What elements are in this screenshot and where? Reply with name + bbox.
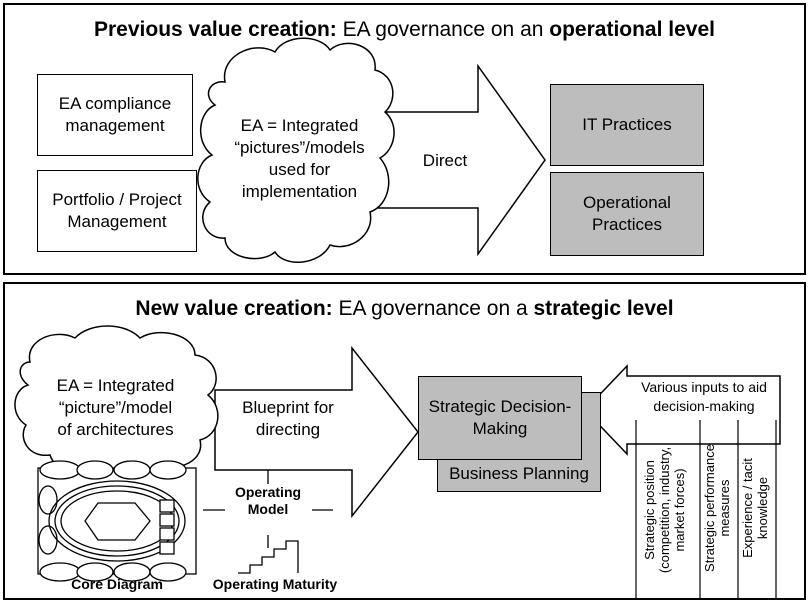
inputs-table [635, 420, 777, 600]
strategic-position-column: Strategic position (competition, industr… [642, 446, 687, 574]
operating-model-label: Operating Model [234, 484, 302, 517]
top-title: Previous value creation: EA governance o… [0, 18, 809, 42]
strategic-decision-box: Strategic Decision- Making [418, 376, 582, 460]
direct-arrow-shape [371, 63, 546, 257]
bottom-title-mid: EA governance on a [332, 297, 534, 320]
top-cloud-shape [197, 37, 395, 263]
bottom-title-bold: New value creation: [135, 297, 333, 320]
core-diagram-label: Core Diagram [71, 576, 163, 592]
blueprint-arrow-shape [214, 345, 419, 519]
inputs-arrow-shape [583, 364, 781, 456]
top-title-end: operational level [549, 18, 715, 41]
business-planning-label: Business Planning [449, 464, 589, 483]
bottom-cloud-shape [14, 325, 219, 479]
bottom-cloud-text: EA = Integrated “picture”/model of archi… [56, 376, 175, 439]
operating-maturity-label: Operating Maturity [212, 576, 338, 592]
blueprint-label: Blueprint for directing [242, 398, 334, 439]
it-practices-box: IT Practices [550, 84, 704, 166]
operational-practices-box: Operational Practices [550, 172, 704, 256]
portfolio-management-box: Portfolio / Project Management [37, 170, 197, 252]
bottom-title: New value creation: EA governance on a s… [0, 297, 809, 321]
top-cloud-text: EA = Integrated “pictures”/models used f… [234, 116, 365, 201]
direct-label: Direct [422, 151, 468, 170]
inputs-label: Various inputs to aid decision-making [641, 379, 767, 414]
core-diagram-icon [37, 460, 197, 582]
operating-maturity-stairs [238, 540, 299, 574]
experience-column: Experience / tacit knowledge [740, 458, 770, 558]
operating-model-cross [203, 470, 333, 548]
strategic-performance-column: Strategic performance measures [702, 444, 732, 572]
top-title-mid: EA governance on an [336, 18, 550, 41]
ea-compliance-box: EA compliance management [37, 74, 193, 156]
bottom-title-end: strategic level [533, 297, 674, 320]
top-title-bold: Previous value creation: [94, 18, 337, 41]
